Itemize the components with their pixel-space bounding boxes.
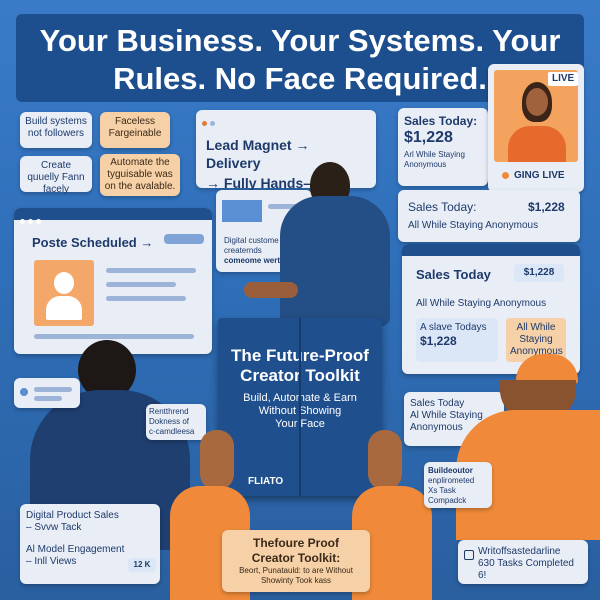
note-line1: Buildeoutor xyxy=(428,466,473,475)
tasks-card: Writoffsastedarline 630 Tasks Completed … xyxy=(458,540,588,584)
digital-line2: creaternds xyxy=(224,246,262,255)
left-note: Rentthrend Dokness of c-camdleesa xyxy=(146,404,206,440)
note-faceless: Faceless Fargeinable xyxy=(100,112,170,148)
toolkit-book: The Future-Proof Creator Toolkit Build, … xyxy=(218,318,382,496)
stats-badge: 12 K xyxy=(128,558,156,572)
placeholder-line xyxy=(106,296,186,301)
stats-card: Digital Product Sales – Svvw Tack Al Mod… xyxy=(20,504,160,584)
post-bar xyxy=(164,234,204,244)
streamer-face xyxy=(526,88,548,116)
dot-icon xyxy=(20,388,28,396)
sales-sub: All While Staying Anonymous xyxy=(416,298,547,309)
sales-title: Sales Today: xyxy=(404,114,478,128)
mini-label: A slave Todays xyxy=(420,322,487,333)
right-person-cap xyxy=(516,354,578,384)
placeholder-line xyxy=(268,204,304,209)
toolkit-note: Thefoure Proof Creator Toolkit: Beort, P… xyxy=(222,530,370,592)
left-hand xyxy=(200,430,234,490)
placeholder-line xyxy=(34,387,72,392)
placeholder-line xyxy=(34,334,194,339)
note-text: Faceless Fargeinable xyxy=(108,116,162,139)
placeholder-line xyxy=(106,282,176,287)
streamer-body xyxy=(508,126,566,162)
avatar-head xyxy=(54,272,74,294)
placeholder-line xyxy=(106,268,196,273)
lead-magnet-card: Lead Magnet → Delivery → Fully Hands–Off xyxy=(196,110,376,191)
stats-line4: – Inll Views xyxy=(26,556,77,567)
posts-scheduled-window: Poste Scheduled → xyxy=(14,208,212,354)
toolkit-line1: Thefoure Proof xyxy=(253,536,339,550)
window-dots xyxy=(196,110,376,126)
sales-sub: Arl While Staying Anonymous xyxy=(404,150,465,169)
toolkit-line3: Beort, Punatauld: to are Without xyxy=(239,566,353,575)
notification-card xyxy=(14,378,80,408)
sales-sub: All While Staying Anonymous xyxy=(408,220,539,231)
window-dots xyxy=(14,208,212,224)
headline-line1: Your Business. Your Systems. Your xyxy=(39,23,561,58)
note-line1: Rentthrend xyxy=(149,407,189,416)
toolkit-line4: Showinty Took kass xyxy=(260,576,332,585)
stats-line1: Digital Product Sales xyxy=(26,510,119,521)
note-automate: Automate the tyguisable was on the avala… xyxy=(100,154,180,196)
sales-title: Sales Today: xyxy=(408,200,477,214)
posts-title: Poste Scheduled → xyxy=(32,235,154,250)
tasks-line2: 630 Tasks Completed 6! xyxy=(478,558,574,581)
note-build-systems: Build systems not followers xyxy=(20,112,92,148)
headline-line2: Rules. No Face Required. xyxy=(113,61,487,96)
note-line3: Xs Task xyxy=(428,486,456,495)
stats-line2: – Svvw Tack xyxy=(26,522,82,533)
placeholder-line xyxy=(34,396,62,401)
right-hand xyxy=(368,430,402,490)
stats-line3: Al Model Engagement xyxy=(26,544,125,555)
note-line3: c-camdleesa xyxy=(149,427,195,436)
sales-card-2: Sales Today: $1,228 All While Staying An… xyxy=(398,190,580,242)
sales-title: Sales Today xyxy=(410,398,465,409)
sales-sub2: Anonymous xyxy=(410,422,463,433)
profile-avatar xyxy=(34,260,94,326)
note-text: Build systems not followers xyxy=(25,116,87,139)
note-text: Automate the tyguisable was on the avala… xyxy=(104,157,176,192)
lead-line2: → Fully Hands–Off xyxy=(206,175,332,191)
sales-mini-card: A slave Todays $1,228 xyxy=(416,318,498,362)
sales-sub1: Al While Staying xyxy=(410,410,483,421)
arrow-icon xyxy=(222,200,262,222)
note-line2: Dokness of xyxy=(149,417,190,426)
sales-value: $1,228 xyxy=(514,264,564,282)
live-status: GING LIVE xyxy=(514,170,565,181)
window-bar xyxy=(402,244,580,256)
right-note: Buildeoutor enplirometed Xs Task Compadc… xyxy=(424,462,492,508)
sales-value: $1,228 xyxy=(528,200,565,214)
mini-value: $1,228 xyxy=(420,334,457,348)
live-badge: LIVE xyxy=(548,72,579,86)
note-text: Create quuelly Fann facely xyxy=(27,160,85,195)
note-line4: Compadck xyxy=(428,496,467,505)
digital-line1: Digital custome xyxy=(224,236,279,245)
tasks-line1: Writoffsastedarline xyxy=(478,546,561,557)
headline-banner: Your Business. Your Systems. Your Rules.… xyxy=(16,14,584,102)
note-create: Create quuelly Fann facely xyxy=(20,156,92,195)
sales-title: Sales Today xyxy=(416,267,491,282)
live-stream-card: LIVE GING LIVE xyxy=(488,64,584,192)
digital-line3: comeome werted xyxy=(224,256,290,265)
checkbox-icon xyxy=(464,550,474,560)
live-dot-icon xyxy=(502,172,509,179)
sales-card-1: Sales Today: $1,228 Arl While Staying An… xyxy=(398,108,488,186)
person-body xyxy=(280,196,390,326)
book-brand: FLIATO xyxy=(248,476,284,487)
toolkit-line2: Creator Toolkit: xyxy=(251,551,341,565)
note-line2: enplirometed xyxy=(428,476,475,485)
sales-value: $1,228 xyxy=(404,129,453,146)
book-spine xyxy=(299,318,301,496)
avatar-body xyxy=(46,296,82,320)
lead-line1: Lead Magnet → Delivery xyxy=(206,137,310,171)
person-hand xyxy=(244,282,298,298)
